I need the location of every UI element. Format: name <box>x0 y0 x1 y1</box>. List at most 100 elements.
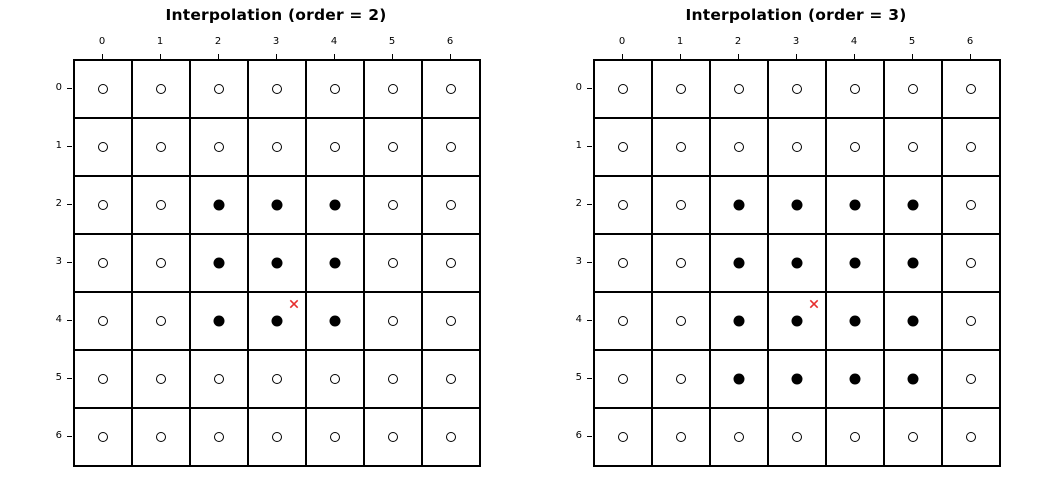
x-tick-mark <box>334 54 335 59</box>
y-tick-label: 5 <box>575 372 582 383</box>
y-tick-mark <box>67 204 72 205</box>
grid-cell <box>826 118 884 176</box>
y-tick-mark <box>67 146 72 147</box>
grid-cell <box>190 408 248 466</box>
grid-cell <box>710 350 768 408</box>
x-tick-mark <box>854 54 855 59</box>
grid-cell <box>652 234 710 292</box>
grid-cell <box>190 292 248 350</box>
grid-cell <box>306 350 364 408</box>
grid-cell <box>884 176 942 234</box>
y-tick-mark <box>587 262 592 263</box>
grid-cell <box>132 60 190 118</box>
grid-cell <box>942 350 1000 408</box>
grid-cell <box>594 408 652 466</box>
grid-cell <box>74 350 132 408</box>
x-tick-mark <box>912 54 913 59</box>
grid-cell <box>652 408 710 466</box>
grid-cell <box>132 118 190 176</box>
grid-cell <box>248 350 306 408</box>
y-tick-mark <box>587 378 592 379</box>
x-tick-mark <box>392 54 393 59</box>
y-tick-mark <box>67 88 72 89</box>
x-tick-mark <box>738 54 739 59</box>
grid-cell <box>422 118 480 176</box>
grid-cell <box>190 234 248 292</box>
grid-cell <box>594 292 652 350</box>
grid-cell <box>422 292 480 350</box>
grid-cell <box>884 350 942 408</box>
grid-cell <box>826 408 884 466</box>
grid-cell <box>74 176 132 234</box>
grid-cell <box>306 234 364 292</box>
plot-grid <box>593 59 1001 467</box>
grid-cell <box>132 176 190 234</box>
grid-cell <box>190 350 248 408</box>
y-tick-mark <box>67 262 72 263</box>
grid-cell <box>190 176 248 234</box>
x-tick-label: 2 <box>214 36 222 47</box>
grid-cell <box>364 176 422 234</box>
x-tick-label: 4 <box>850 36 858 47</box>
x-tick-mark <box>796 54 797 59</box>
grid-cell <box>422 408 480 466</box>
x-tick-label: 3 <box>792 36 800 47</box>
y-tick-mark <box>587 146 592 147</box>
grid-cell <box>248 292 306 350</box>
y-tick-label: 6 <box>55 430 62 441</box>
grid-cell <box>422 60 480 118</box>
grid-cell <box>422 350 480 408</box>
y-tick-mark <box>67 378 72 379</box>
grid-cell <box>364 118 422 176</box>
grid-cells-layer <box>74 60 480 466</box>
grid-cell <box>942 292 1000 350</box>
grid-cell <box>594 350 652 408</box>
grid-cell <box>768 60 826 118</box>
grid-cell <box>306 408 364 466</box>
x-tick-label: 0 <box>98 36 106 47</box>
grid-cell <box>306 292 364 350</box>
x-tick-label: 5 <box>388 36 396 47</box>
grid-cell <box>132 292 190 350</box>
grid-cell <box>248 60 306 118</box>
y-tick-label: 1 <box>55 140 62 151</box>
x-tick-mark <box>622 54 623 59</box>
x-tick-mark <box>276 54 277 59</box>
grid-cell <box>942 408 1000 466</box>
y-tick-mark <box>587 436 592 437</box>
y-tick-label: 6 <box>575 430 582 441</box>
grid-cell <box>768 234 826 292</box>
grid-cell <box>190 118 248 176</box>
grid-cell <box>942 176 1000 234</box>
grid-cell <box>942 60 1000 118</box>
y-tick-label: 0 <box>575 82 582 93</box>
grid-cell <box>74 234 132 292</box>
x-tick-mark <box>218 54 219 59</box>
x-tick-label: 1 <box>676 36 684 47</box>
grid-cell <box>132 408 190 466</box>
y-tick-label: 0 <box>55 82 62 93</box>
plot-grid <box>73 59 481 467</box>
grid-cell <box>306 176 364 234</box>
x-tick-label: 6 <box>446 36 454 47</box>
grid-cell <box>768 176 826 234</box>
y-tick-label: 4 <box>575 314 582 325</box>
grid-cell <box>710 118 768 176</box>
grid-cell <box>74 60 132 118</box>
y-tick-label: 3 <box>575 256 582 267</box>
x-tick-mark <box>450 54 451 59</box>
x-tick-mark <box>680 54 681 59</box>
grid-cell <box>594 176 652 234</box>
y-tick-mark <box>587 204 592 205</box>
grid-cell <box>884 60 942 118</box>
x-tick-mark <box>970 54 971 59</box>
grid-cell <box>884 118 942 176</box>
grid-cell <box>74 408 132 466</box>
y-tick-mark <box>67 436 72 437</box>
grid-cell <box>190 60 248 118</box>
grid-cell <box>594 118 652 176</box>
grid-cell <box>364 350 422 408</box>
plot-title: Interpolation (order = 2) <box>165 6 387 24</box>
grid-cell <box>306 118 364 176</box>
